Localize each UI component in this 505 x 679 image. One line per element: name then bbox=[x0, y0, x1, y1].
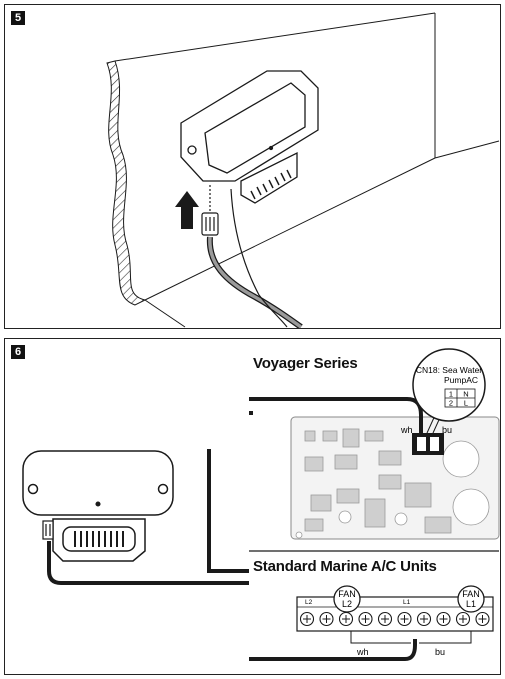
voyager-control-board bbox=[290, 416, 500, 540]
voyager-series-title: Voyager Series bbox=[253, 355, 358, 372]
room-walls bbox=[114, 12, 500, 328]
terminal-label-l1: L1 bbox=[403, 599, 411, 606]
cn18-callout-sublabel: PumpAC bbox=[444, 375, 478, 385]
fan-l1-label: FAN bbox=[462, 589, 480, 599]
screw-slot bbox=[400, 615, 409, 623]
terminal-screws bbox=[299, 611, 490, 627]
step-5-illustration bbox=[106, 12, 500, 328]
device-wire-lower bbox=[47, 541, 249, 585]
cn18-pin2-function: L bbox=[464, 399, 468, 408]
step-6-wiring-diagram: wh bu CN18: Sea Water PumpAC 1 N 2 L L2 … bbox=[22, 348, 500, 661]
device-cable bbox=[206, 236, 303, 328]
screw-slot bbox=[361, 615, 370, 623]
cn18-pin2: 2 bbox=[449, 399, 453, 408]
cn18-callout: CN18: Sea Water PumpAC 1 N 2 L bbox=[412, 348, 486, 422]
screw-slot bbox=[439, 615, 448, 623]
screw-slot bbox=[459, 615, 467, 623]
detector-device bbox=[180, 70, 319, 204]
fan-l2-pin: L2 bbox=[342, 599, 352, 609]
step-5-panel: 5 bbox=[4, 4, 501, 329]
screw-slot bbox=[342, 615, 350, 623]
standard-bu-label: bu bbox=[435, 647, 445, 657]
fan-l2-label: FAN bbox=[338, 589, 356, 599]
standard-wire-lower bbox=[249, 639, 417, 661]
device-grill bbox=[250, 169, 292, 200]
device-wire-upper bbox=[207, 449, 249, 573]
screw-slot bbox=[478, 615, 487, 623]
step-6-panel: 6 Voyager Series Standard Marine A/C Uni… bbox=[4, 338, 501, 675]
cn18-pin1: 1 bbox=[449, 390, 453, 399]
standard-wh-label: wh bbox=[356, 647, 369, 657]
screw-slot bbox=[420, 615, 428, 623]
cn18-callout-label: CN18: Sea Water bbox=[416, 365, 482, 375]
screw-slot bbox=[322, 615, 331, 623]
plug-connector bbox=[201, 185, 219, 236]
fan-l1-callout: FAN L1 bbox=[457, 585, 485, 613]
fan-l2-callout: FAN L2 bbox=[333, 585, 361, 613]
step-5-badge: 5 bbox=[11, 11, 25, 25]
screw-slot bbox=[303, 615, 311, 623]
terminal-label-l2: L2 bbox=[305, 599, 313, 606]
fan-l1-pin: L1 bbox=[466, 599, 476, 609]
voyager-wh-label: wh bbox=[400, 425, 413, 435]
wall-cut-edge bbox=[106, 60, 147, 306]
cn18-pin1-function: N bbox=[463, 390, 468, 399]
voyager-bu-label: bu bbox=[442, 425, 452, 435]
device-connector bbox=[42, 520, 54, 540]
wall-cable bbox=[230, 188, 288, 328]
standard-marine-title: Standard Marine A/C Units bbox=[253, 558, 437, 575]
screw-slot bbox=[381, 615, 389, 623]
step-6-badge: 6 bbox=[11, 345, 25, 359]
standard-wire-split bbox=[350, 631, 472, 644]
insert-arrow-icon bbox=[175, 191, 199, 229]
device-grill-front bbox=[74, 531, 124, 547]
